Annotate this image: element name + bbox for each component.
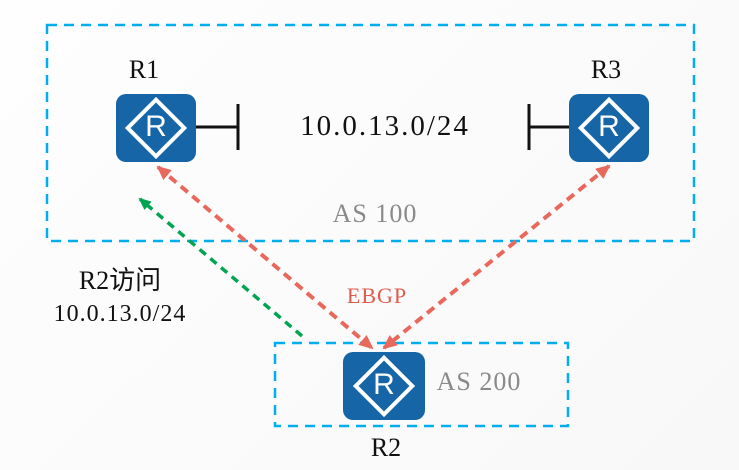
as200-label: AS 200	[436, 367, 522, 396]
as100-boundary-box	[45, 23, 696, 243]
route-access-arrow-r2-to-r1	[138, 197, 304, 338]
ebgp-session-arrow-r2-r1	[156, 165, 374, 350]
ebgp-label: EBGP	[346, 283, 408, 308]
router-label-r1: R1	[128, 55, 160, 84]
link-network-label: 10.0.13.0/24	[300, 110, 470, 142]
route-access-annotation-line2: 10.0.13.0/24	[53, 301, 187, 327]
router-r-glyph: R	[145, 109, 167, 143]
ebgp-session-arrow-r2-r3	[382, 164, 611, 350]
router-icon-r3: R	[569, 94, 649, 162]
as100-label: AS 100	[332, 199, 418, 228]
route-access-annotation: R2访问 10.0.13.0/24	[54, 264, 187, 330]
router-label-r3: R3	[590, 55, 622, 84]
router-r-glyph: R	[373, 367, 395, 401]
router-icon-r1: R	[116, 94, 196, 162]
route-access-annotation-line1: R2访问	[78, 266, 162, 295]
router-label-r2: R2	[370, 433, 402, 462]
router-r-glyph: R	[598, 109, 620, 143]
router-icon-r2: R	[343, 352, 425, 420]
